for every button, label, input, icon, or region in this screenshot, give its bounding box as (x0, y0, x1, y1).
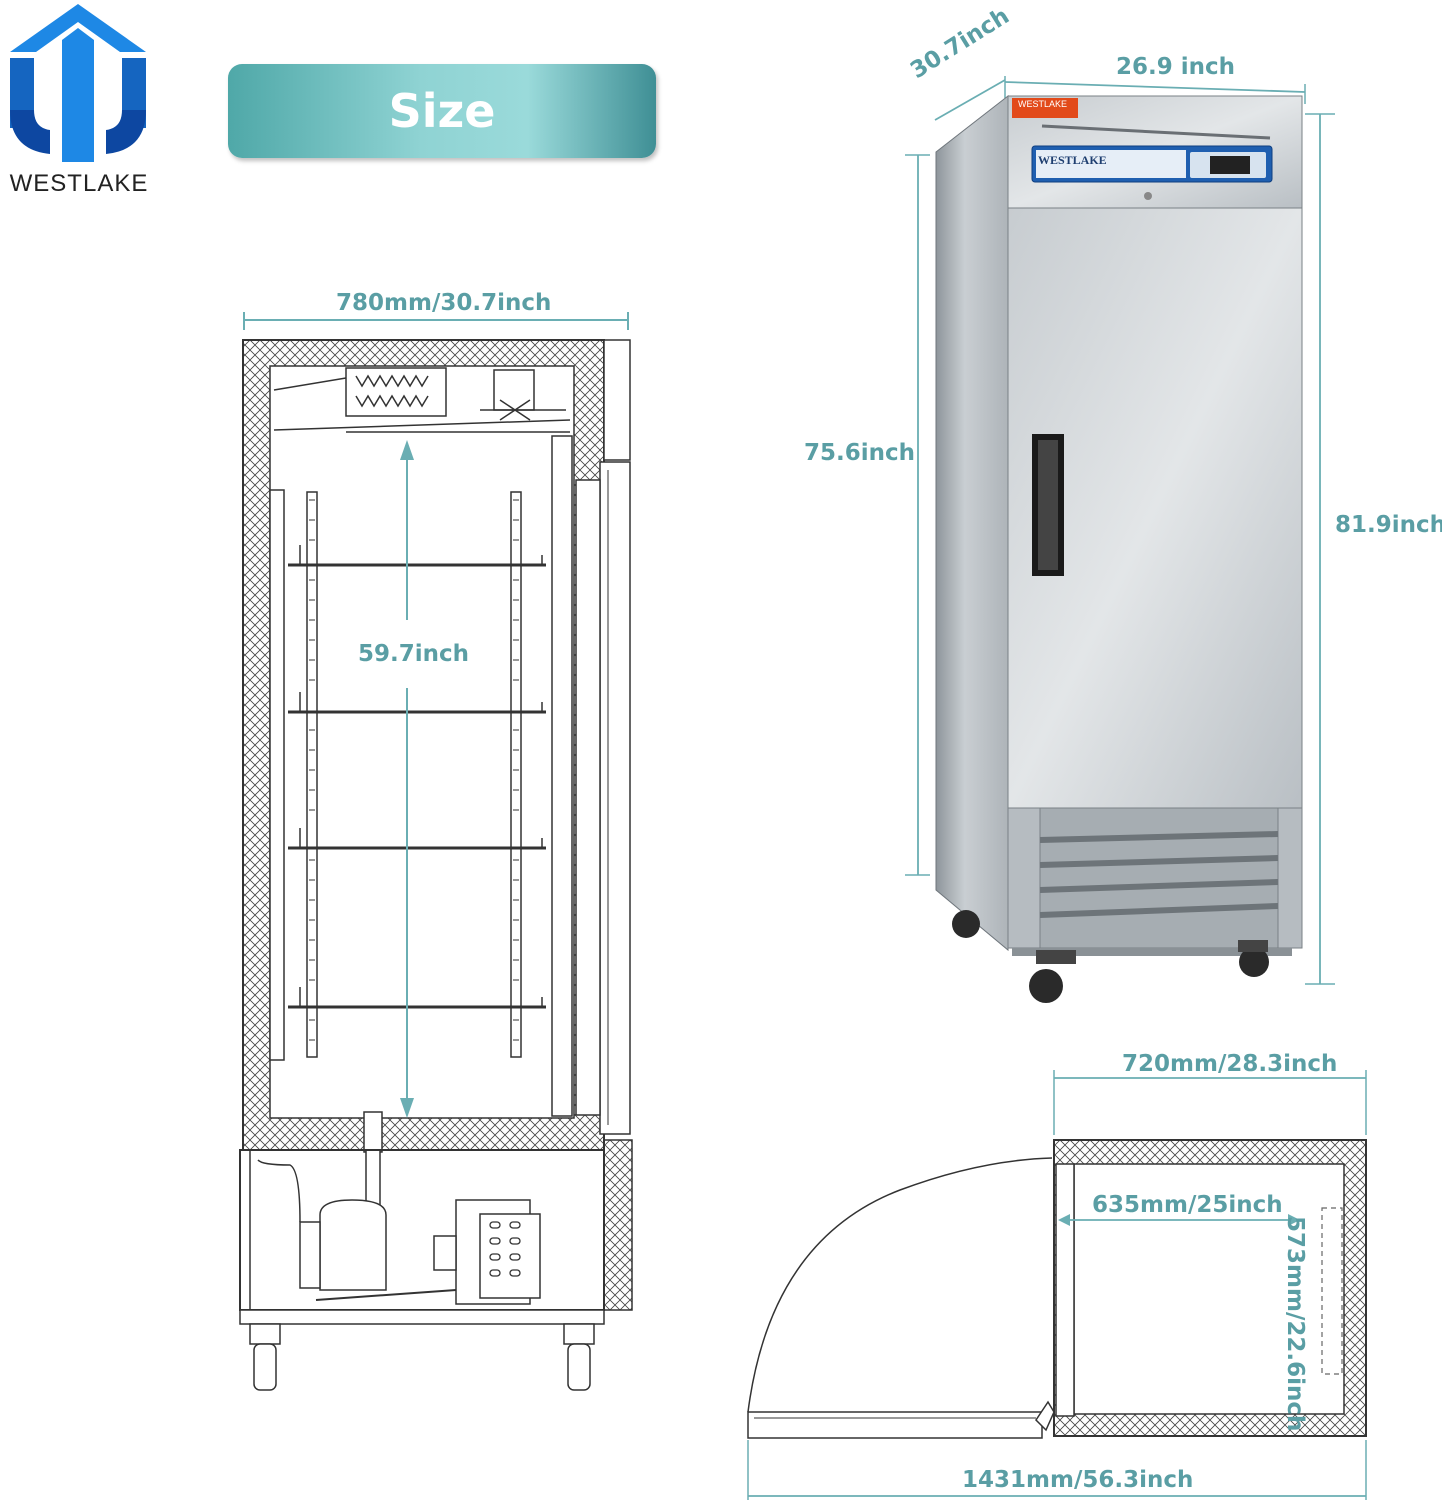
banner-title: Size (388, 84, 496, 138)
width-top-label: 26.9 inch (1116, 54, 1236, 80)
total-height-label: 81.9inch (1335, 512, 1442, 538)
interior-depth-label: 635mm/25inch (1092, 1192, 1283, 1218)
interior-width-label: 573mm/22.6inch (1282, 1216, 1308, 1432)
size-banner: Size (228, 64, 656, 158)
plan-depth-label: 720mm/28.3inch (1122, 1051, 1338, 1077)
product-panel-brand: WESTLAKE (1038, 153, 1107, 167)
cabinet-height-label: 75.6inch (804, 440, 916, 466)
westlake-logo-icon (10, 4, 146, 162)
product-badge: WESTLAKE (1018, 99, 1068, 109)
section-width-label: 780mm/30.7inch (336, 290, 552, 316)
door-swing-width-label: 1431mm/56.3inch (962, 1467, 1194, 1493)
brand-name: WESTLAKE (9, 170, 149, 197)
interior-height-label: 59.7inch (358, 641, 470, 667)
